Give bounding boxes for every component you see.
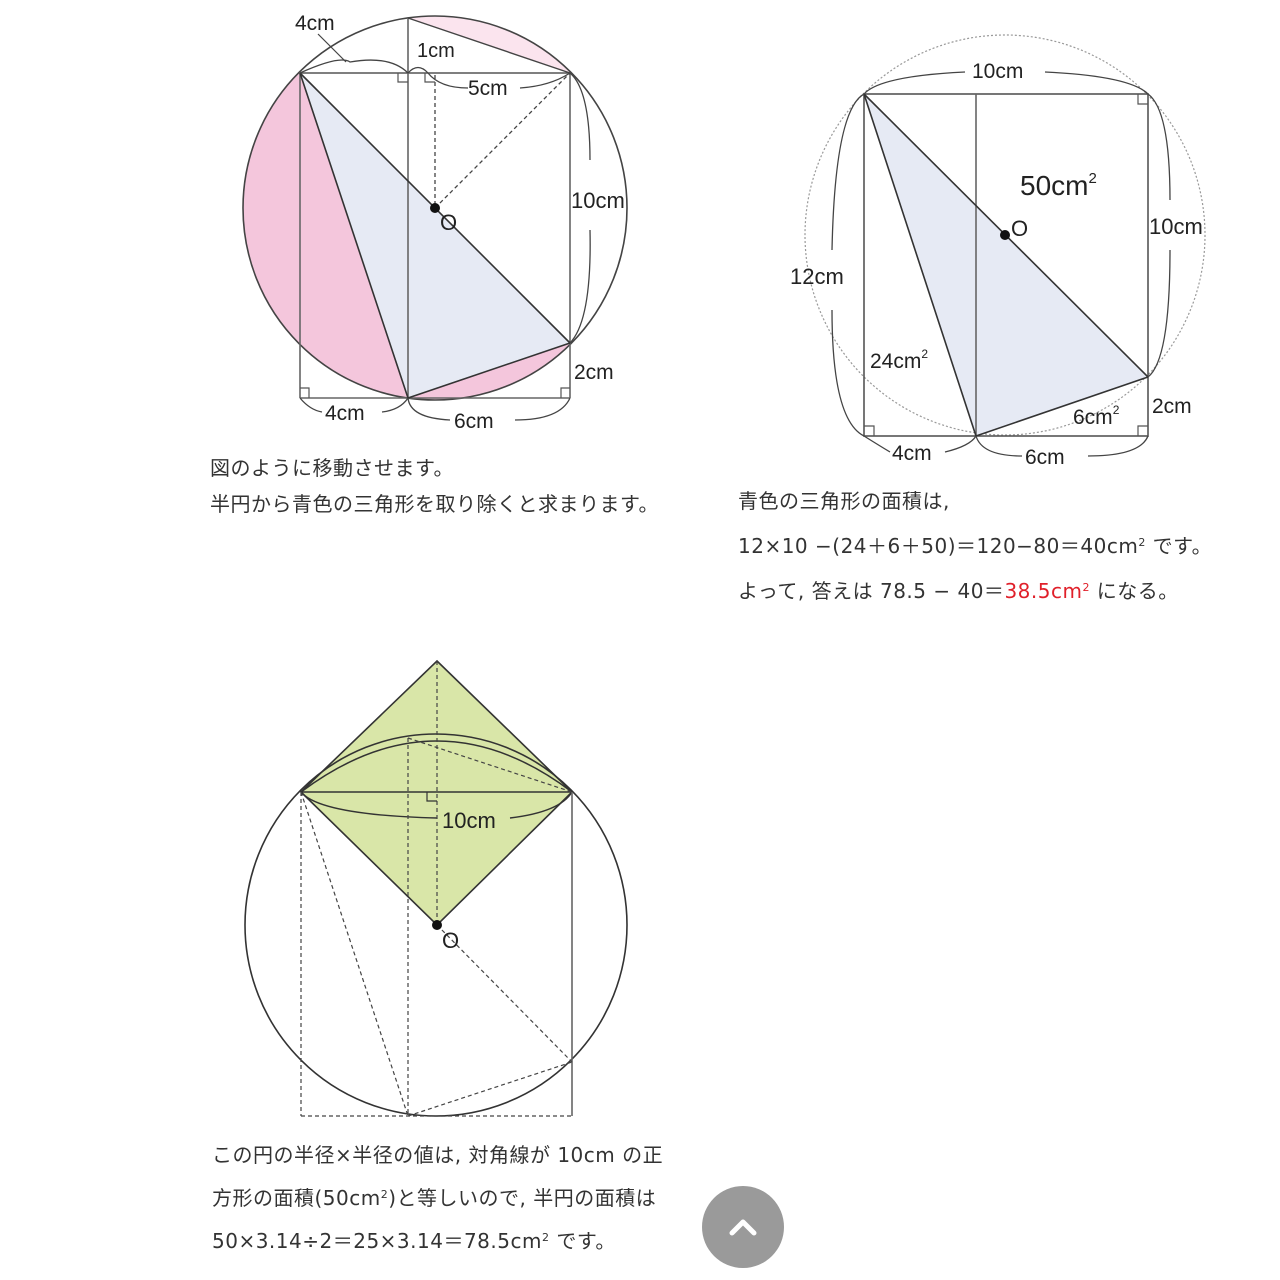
explanation-triangle-area: 青色の三角形の面積は, 12×10 −(24＋6＋50)＝120−80＝40cm…	[738, 480, 1212, 612]
semicircle-line-3: 50×3.14÷2＝25×3.14＝78.5cm2 です。	[212, 1229, 616, 1253]
fig1-label-top-gap: 1cm	[417, 40, 455, 62]
scroll-to-top-button[interactable]	[702, 1186, 784, 1268]
fig1-label-top-left: 4cm	[295, 12, 335, 35]
fig2-label-right-bottom: 2cm	[1152, 395, 1192, 418]
fig1-label-top-right: 5cm	[468, 77, 508, 100]
explanation-line-1: 図のように移動させます。	[210, 456, 454, 480]
fig1-label-right-bottom: 2cm	[574, 361, 614, 384]
answer-value: 38.5cm2	[1004, 579, 1090, 603]
explanation-move: 図のように移動させます。 半円から青色の三角形を取り除くと求まります。	[210, 450, 659, 522]
triangle-area-heading: 青色の三角形の面積は,	[738, 489, 950, 513]
fig2-label-bottom-left: 4cm	[892, 442, 932, 465]
fig2-label-area-small: 6cm2	[1073, 403, 1120, 429]
explanation-semicircle-area: この円の半径×半径の値は, 対角線が 10cm の正 方形の面積(50cm2)と…	[212, 1135, 663, 1261]
center-point-icon	[430, 203, 440, 213]
chevron-up-icon	[729, 1219, 757, 1236]
fig2-label-top: 10cm	[972, 60, 1023, 83]
fig2-label-area-left: 24cm2	[870, 347, 928, 373]
fig1-label-center: O	[440, 210, 457, 235]
fig2-label-center: O	[1011, 216, 1028, 241]
semicircle-line-1: この円の半径×半径の値は, 対角線が 10cm の正	[212, 1143, 664, 1167]
triangle-area-formula: 12×10 −(24＋6＋50)＝120−80＝40cm2 です。	[738, 534, 1213, 558]
fig2-label-right-side: 10cm	[1149, 214, 1203, 239]
fig3-label-diagonal: 10cm	[442, 808, 496, 833]
fig2-label-area-big: 50cm2	[1020, 170, 1097, 201]
center-point-icon	[432, 920, 442, 930]
fig1-label-right-side: 10cm	[571, 188, 625, 213]
center-point-icon	[1000, 230, 1010, 240]
semicircle-line-2: 方形の面積(50cm2)と等しいので, 半円の面積は	[212, 1186, 657, 1210]
explanation-line-2: 半円から青色の三角形を取り除くと求まります。	[210, 492, 659, 516]
fig3-label-center: O	[442, 928, 459, 953]
answer-line: よって, 答えは 78.5 − 40＝38.5cm2 になる。	[738, 579, 1179, 603]
fig1-label-bottom-right: 6cm	[454, 410, 494, 433]
fig2-label-bottom-right: 6cm	[1025, 446, 1065, 469]
fig1-label-bottom-left: 4cm	[325, 402, 365, 425]
fig2-label-left-side: 12cm	[790, 264, 844, 289]
